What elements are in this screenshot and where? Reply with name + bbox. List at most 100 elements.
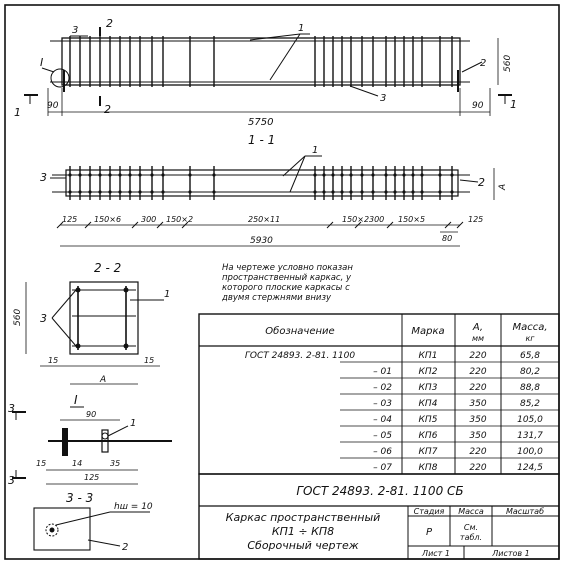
section-3-3-label-2: 2 — [122, 542, 128, 553]
spec-cell-a: 220 — [469, 463, 486, 473]
section-1-1-bar-node — [438, 173, 442, 177]
spec-row-lines — [340, 361, 559, 459]
plan-frame-outline — [61, 37, 461, 86]
plan-cross-bars — [69, 36, 453, 87]
spec-cell-mark: КП6 — [419, 431, 438, 441]
section-1-1-dim-7: 150×5 — [398, 215, 425, 224]
title-block-mass-value-2: табл. — [460, 533, 482, 542]
title-block-name-2: КП1 ÷ КП8 — [272, 525, 334, 538]
spec-cell-mass: 88,8 — [520, 383, 540, 393]
plan-dim-height: 560 — [503, 55, 513, 72]
section-1-1-dim-1: 150×6 — [94, 215, 121, 224]
section-2-label-bottom: 2 — [104, 103, 111, 116]
detail-I-dim-35: 35 — [110, 459, 120, 468]
section-1-1-cross-bars — [68, 166, 454, 200]
section-1-1-bar-node — [371, 173, 375, 177]
section-2-2-dim-15-left: 15 — [48, 356, 58, 365]
spec-cell-mass: 105,0 — [517, 415, 543, 425]
spec-cell-mark: КП4 — [419, 399, 438, 409]
section-1-1-bar-node — [212, 173, 216, 177]
section-2-2-dim-height: 560 — [13, 309, 23, 326]
title-block: ГОСТ 24893. 2-81. 1100 СБ Каркас простра… — [198, 473, 560, 560]
title-block-code: ГОСТ 24893. 2-81. 1100 СБ — [296, 484, 463, 498]
section-1-1-bar-node — [98, 173, 102, 177]
section-1-1-bar-node — [393, 173, 397, 177]
plan-leader-2 — [461, 61, 483, 73]
section-1-1-bar-node — [128, 173, 132, 177]
dim-tick — [131, 221, 139, 229]
section-1-1-bar-node — [371, 190, 375, 194]
dim-tick — [354, 221, 362, 229]
section-1-1-dim-4: 250×11 — [248, 215, 280, 224]
note-line-3: которого плоские каркасы с — [222, 283, 350, 293]
section-1-1-bar-node — [450, 190, 454, 194]
section-1-1-bar-node — [78, 173, 82, 177]
section-1-label-right: 1 — [510, 98, 517, 111]
spec-cell-mark: КП3 — [419, 383, 438, 393]
spec-header-mark: Марка — [411, 326, 444, 337]
spec-cell-mass: 124,5 — [517, 463, 543, 473]
detail-I-cross-bar — [101, 432, 109, 440]
section-1-1-bar-node — [108, 173, 112, 177]
section-1-1-bar-node — [360, 190, 364, 194]
plan-leader-1 — [269, 33, 301, 81]
section-2-2-title: 2 - 2 — [94, 261, 121, 275]
detail-I-dim-90: 90 — [86, 410, 96, 419]
section-1-1-bar-node — [411, 173, 415, 177]
section-1-1-bar-node — [68, 173, 72, 177]
section-1-1-dim-5: 150×2 — [342, 215, 369, 224]
section-1-1-bar-node — [420, 190, 424, 194]
title-block-sheets: Листов 1 — [491, 549, 530, 558]
title-block-stage-value: Р — [426, 527, 433, 538]
section-1-1-frame-outline — [65, 169, 459, 197]
section-2-2-rod — [75, 343, 81, 349]
section-1-1-bar-node — [384, 173, 388, 177]
specification-table: Обозначение Марка A, мм Масса, кг ГОСТ 2… — [198, 313, 560, 475]
spec-cell-mark: КП1 — [419, 351, 438, 361]
spec-cell-a: 220 — [469, 367, 486, 377]
spec-cell-mass: 131,7 — [517, 431, 543, 441]
plan-node-leader — [41, 67, 55, 73]
section-3-3-title: 3 - 3 — [66, 491, 93, 505]
section-1-1-bar-node — [78, 190, 82, 194]
title-block-name-3: Сборочный чертеж — [247, 539, 358, 552]
dim-tick — [156, 221, 164, 229]
section-1-1-bar-node — [161, 173, 165, 177]
spec-cell-mark: КП8 — [419, 463, 438, 473]
section-2-2-dim-A: A — [99, 375, 106, 385]
section-1-1-bar-node — [188, 190, 192, 194]
detail-I-dim-125: 125 — [84, 473, 99, 482]
spec-cell-mark: КП5 — [419, 415, 438, 425]
section-1-1-dim-overall: 5930 — [250, 236, 273, 246]
section-1-1-bar-node — [331, 173, 335, 177]
section-1-1-dim-ticks — [56, 221, 464, 229]
dim-tick — [84, 221, 92, 229]
section-1-1-bar-node — [384, 190, 388, 194]
section-3-3-rod — [49, 527, 55, 533]
title-block-mass-value-1: См. — [464, 523, 478, 532]
section-2-2-label-3: 3 — [40, 312, 47, 325]
spec-header-a: A, — [472, 322, 483, 333]
section-1-1-bar-node — [340, 173, 344, 177]
section-1-1-dim-80: 80 — [442, 234, 452, 243]
section-1-1-bar-node — [322, 190, 326, 194]
dim-tick — [56, 221, 64, 229]
section-1-1-dim-3: 150×2 — [166, 215, 193, 224]
section-3-3-weld-label: hш = 10 — [114, 502, 153, 512]
note-line-4: двумя стержнями внизу — [221, 293, 332, 303]
section-1-1-dim-A: A — [498, 184, 508, 191]
note-line-2: пространственный каркас, у — [222, 273, 352, 283]
detail-I-title: I — [74, 393, 78, 407]
note-line-1: На чертеже условно показан — [222, 263, 353, 273]
plan-view: 3 1 2 3 I 2 2 1 1 90 5750 90 560 — [14, 17, 517, 128]
section-1-1-bar-node — [188, 173, 192, 177]
section-1-1-bar-node — [128, 190, 132, 194]
section-3-label-top: 3 — [8, 402, 15, 415]
spec-cell-a: 350 — [469, 415, 486, 425]
detail-I-dim-15: 15 — [36, 459, 46, 468]
section-1-1-bar-node — [108, 190, 112, 194]
spec-cell-designation: – 02 — [373, 383, 392, 393]
dim-tick — [386, 221, 394, 229]
spec-cell-designation: – 05 — [373, 431, 392, 441]
